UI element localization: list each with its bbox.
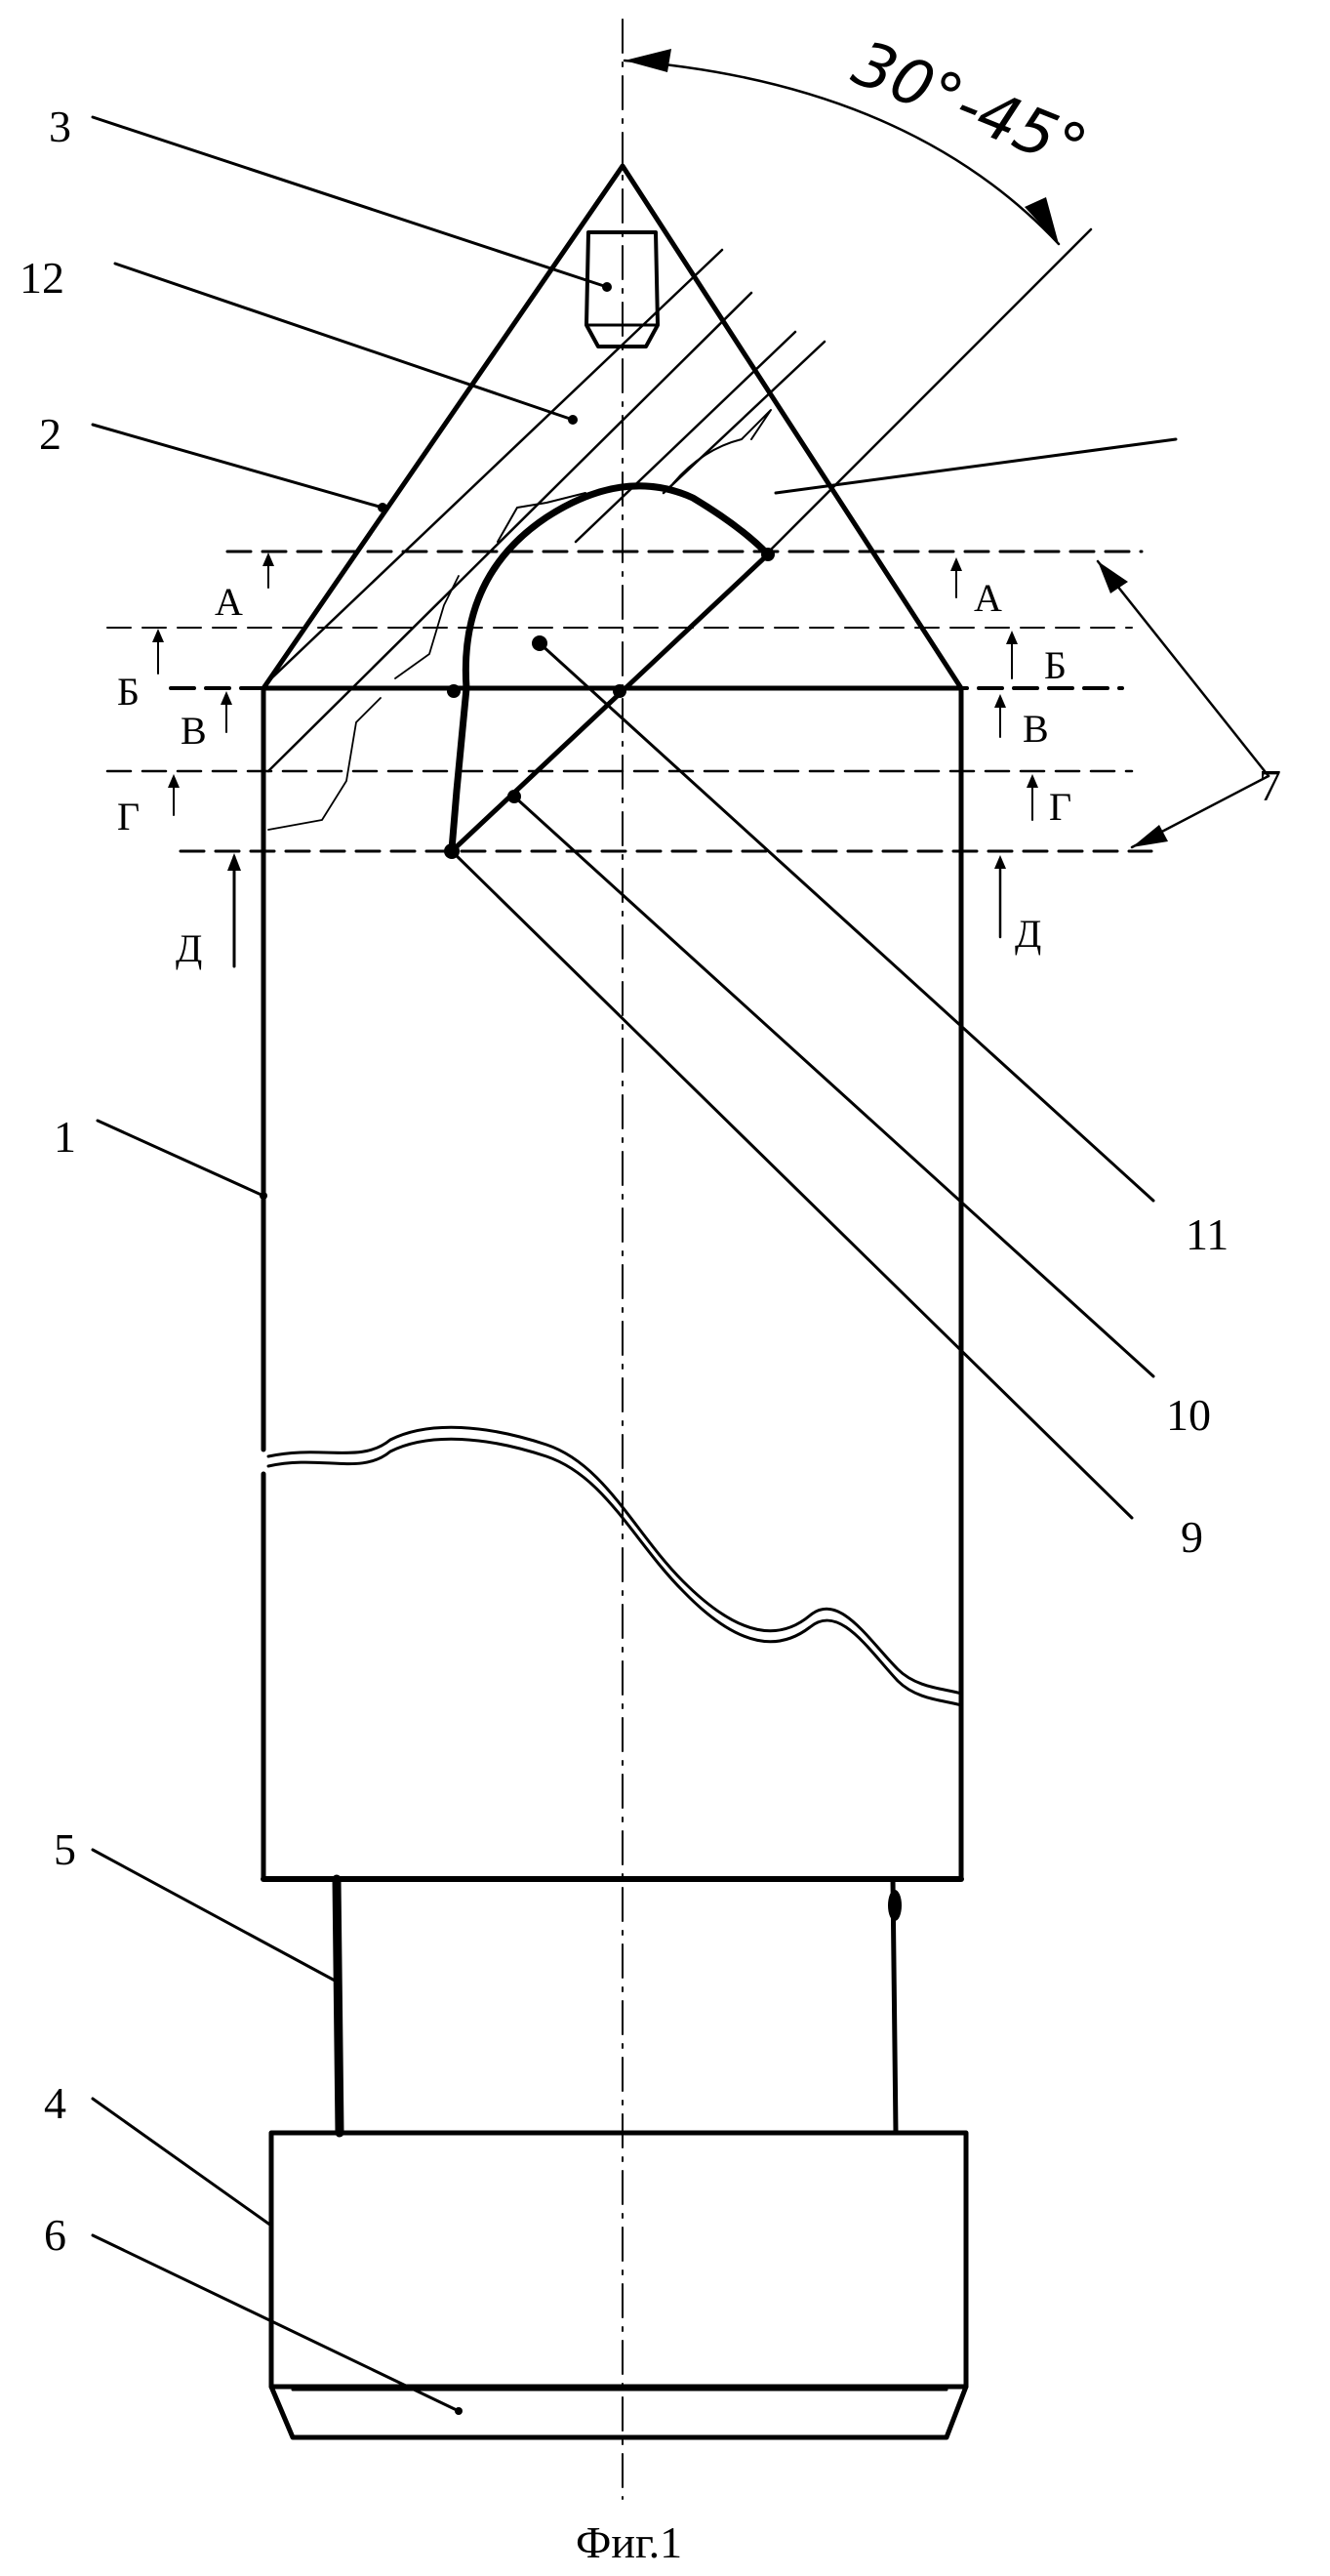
shank — [337, 1879, 902, 2133]
callout-12: 12 — [20, 253, 64, 303]
callout-2: 2 — [39, 409, 61, 459]
level-a-right: А — [974, 576, 1002, 620]
callout-5: 5 — [54, 1824, 76, 1874]
level-d-right: Д — [1015, 912, 1041, 956]
level-b-left: Б — [117, 670, 140, 714]
callout-10: 10 — [1166, 1390, 1211, 1440]
body — [263, 688, 961, 1879]
callout-6: 6 — [44, 2210, 66, 2260]
figure-caption: Фиг.1 — [576, 2517, 682, 2567]
tail — [271, 2133, 966, 2437]
callout-7: 7 — [1259, 760, 1281, 810]
level-g-left: Г — [117, 795, 140, 838]
dimension-7 — [1098, 561, 1269, 847]
transition-profile — [444, 486, 775, 859]
callout-9: 9 — [1181, 1512, 1203, 1562]
leader-lines — [93, 117, 1176, 2415]
callout-3: 3 — [49, 102, 71, 151]
callout-11: 11 — [1186, 1209, 1229, 1259]
callout-4: 4 — [44, 2078, 66, 2128]
callout-1: 1 — [54, 1112, 76, 1162]
level-d-left: Д — [176, 926, 202, 970]
level-a-left: А — [215, 580, 243, 624]
hatching — [268, 250, 825, 830]
part-numbers: 3 12 2 1 5 4 6 7 11 10 9 — [20, 102, 1281, 2260]
break-line — [268, 1427, 961, 1705]
level-arrows — [152, 552, 1038, 966]
angle-dimension: 30°-45° — [625, 27, 1096, 554]
angle-label: 30°-45° — [843, 27, 1096, 185]
level-b-right: Б — [1044, 643, 1067, 687]
cutter-head — [263, 166, 961, 1879]
level-v-left: В — [181, 709, 207, 753]
level-g-right: Г — [1049, 785, 1071, 829]
level-v-right: В — [1023, 707, 1049, 751]
